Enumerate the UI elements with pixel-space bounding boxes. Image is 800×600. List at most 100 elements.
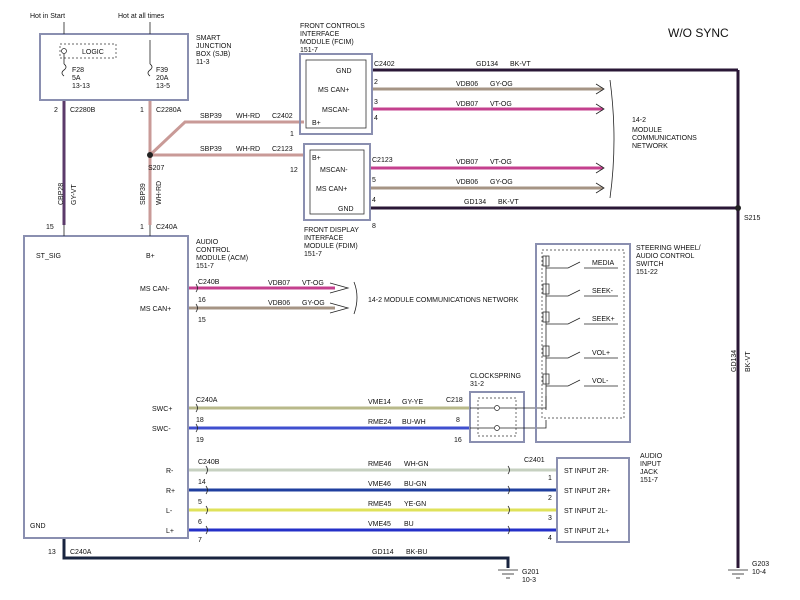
jack-pin-num-4: 4: [548, 535, 552, 542]
pin-mark-9: [507, 485, 510, 495]
acm-pin-19: 19: [196, 437, 204, 444]
jack-pin-2l-minus: ST INPUT 2L-: [564, 508, 608, 515]
fdim-name-2: INTERFACE: [304, 235, 344, 242]
audio-wire-rme46-circuit: RME46: [368, 461, 391, 468]
sjb-ref: 11-3: [196, 59, 210, 66]
fcim-inner: [305, 59, 367, 129]
swac-name-1: STEERING WHEEL/: [636, 245, 701, 252]
mcn-ref: 14-2: [632, 117, 646, 124]
sjb-logic-box: [59, 43, 117, 59]
jack-pin-2r-minus: ST INPUT 2R-: [564, 468, 610, 475]
sjb-conn-right: C2280A: [156, 107, 182, 114]
splice-s215-dot: [735, 205, 741, 211]
swac-button-vol-: VOL-: [592, 378, 609, 385]
acm-pin-1: 1: [140, 224, 144, 231]
acm-pin-18: 18: [196, 417, 204, 424]
acm-box: [23, 235, 189, 539]
wire-sbp39-v-color: WH-RD: [156, 181, 163, 205]
fcim-pin-mscan-minus: MSCAN-: [322, 107, 350, 114]
fuse-f28-ref: 13-13: [72, 83, 90, 90]
acm-conn-b: C240B: [198, 279, 220, 286]
acm-wire-vdb06-circuit: VDB06: [268, 300, 290, 307]
acm-audio-pin-5: 5: [198, 499, 202, 506]
fdim-wire-gd134-color: BK-VT: [498, 199, 519, 206]
fuse-f39-ref: 13-5: [156, 83, 170, 90]
fdim-ref: 151-7: [304, 251, 322, 258]
fcim-pin-num-4: 4: [374, 115, 378, 122]
ground-g201: G201: [522, 569, 539, 576]
fcim-conn: C2402: [374, 61, 395, 68]
pin-mark-2: [195, 403, 198, 413]
swac-resistor-3: [542, 345, 550, 357]
sjb-conn-left: C2280B: [70, 107, 96, 114]
fdim-inner: [309, 149, 365, 215]
acm-wire-vdb07-circuit: VDB07: [268, 280, 290, 287]
jack-name-2: INPUT: [640, 461, 662, 468]
splice-s207: S207: [148, 165, 164, 172]
audio-wire-vme46-circuit: VME46: [368, 481, 391, 488]
wire-cbp28-circuit: CBP28: [58, 183, 65, 205]
acm-pin-15b: 15: [198, 317, 206, 324]
fcim-wire-vdb07-circuit: VDB07: [456, 101, 478, 108]
mcn-label-2: COMMUNICATIONS: [632, 135, 697, 142]
swac-button-media: MEDIA: [592, 260, 615, 267]
gd134-v-color: BK-VT: [745, 351, 752, 372]
fuse-f28-amp: 5A: [72, 75, 81, 82]
jack-pin-num-1: 1: [548, 475, 552, 482]
gd134-v-circuit: GD134: [731, 350, 738, 372]
connector-pin-marks: [195, 283, 510, 535]
fcim-pin-mscan-plus: MS CAN+: [318, 87, 349, 94]
jack-name-1: AUDIO: [640, 453, 663, 460]
audio-wire-rme45-circuit: RME45: [368, 501, 391, 508]
jack-pin-2l-plus: ST INPUT 2L+: [564, 528, 609, 535]
swac-box: [535, 243, 631, 443]
acm-pin-16: 16: [198, 297, 206, 304]
arrow-fdim-vdb07: [595, 162, 605, 174]
acm-conn-swc: C240A: [196, 397, 218, 404]
swac-switch-icon-1: [546, 289, 618, 297]
gd114-color: BK-BU: [406, 549, 427, 556]
fcim-name-3: MODULE (FCIM): [300, 39, 354, 46]
sjb-pin-right: 1: [140, 107, 144, 114]
pin-mark-1: [195, 303, 198, 313]
clockspring-pin-16: 16: [454, 437, 462, 444]
arrow-acm-vdb06: [329, 302, 350, 314]
acm-st-sig: ST_SIG: [36, 253, 61, 260]
fcim-ref: 151-7: [300, 47, 318, 54]
sjb-logic-node: [61, 48, 67, 54]
clockspring-to-switch-2: [500, 420, 547, 429]
swac-button-vol-: VOL+: [592, 350, 610, 357]
wire-sbp39-1-color: WH-RD: [236, 113, 260, 120]
fcim-wire-vdb06-color: GY-OG: [490, 81, 513, 88]
audio-wire-rme46-color: WH-GN: [404, 461, 429, 468]
pin-mark-3: [195, 423, 198, 433]
sjb-name-2: JUNCTION: [196, 43, 231, 50]
acm-conn-gnd: C240A: [70, 549, 92, 556]
fuse-f39-icon: [147, 63, 153, 77]
fdim-wire-vdb06-color: GY-OG: [490, 179, 513, 186]
clockspring-inner: [477, 397, 517, 437]
wire-sbp39-fcim: [148, 120, 304, 157]
audio-wire-vme45-color: BU: [404, 521, 414, 528]
fdim-box: [303, 143, 371, 221]
pin-mark-11: [507, 525, 510, 535]
ground-g203: G203: [752, 561, 769, 568]
pin-mark-5: [205, 485, 208, 495]
wire-sbp39-2-circuit: SBP39: [200, 146, 222, 153]
jack-pin-num-3: 3: [548, 515, 552, 522]
jack-ref: 151-7: [640, 477, 658, 484]
swc-wire-vme14-circuit: VME14: [368, 399, 391, 406]
acm-pin-15: 15: [46, 224, 54, 231]
pin-mark-6: [205, 505, 208, 515]
fdim-bplus-num: 12: [290, 167, 298, 174]
fuse-f28-icon: [61, 63, 67, 77]
swac-button-seek-: SEEK-: [592, 288, 614, 295]
jack-conn: C2401: [524, 457, 545, 464]
clockspring-ref: 31-2: [470, 381, 484, 388]
acm-l-plus: L+: [166, 528, 174, 535]
acm-audio-pin-7: 7: [198, 537, 202, 544]
fcim-pin-num-3: 3: [374, 99, 378, 106]
mcn-label-3: NETWORK: [632, 143, 668, 150]
acm-r-plus: R+: [166, 488, 175, 495]
acm-l-minus: L-: [166, 508, 173, 515]
